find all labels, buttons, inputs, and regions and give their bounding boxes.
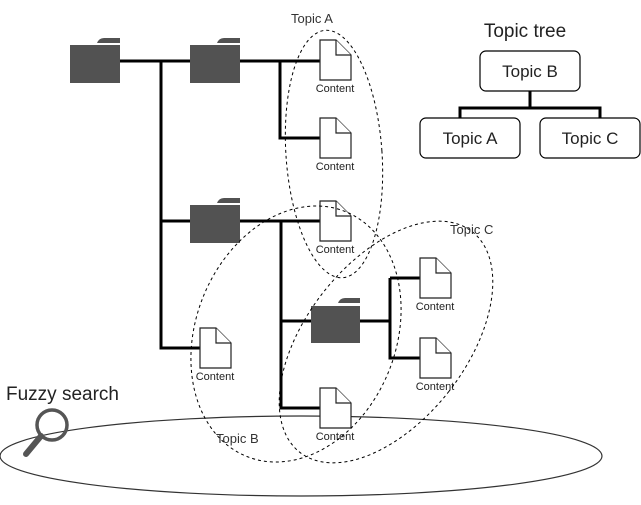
tree-edges — [120, 59, 420, 410]
document-fold — [335, 201, 351, 217]
topic-tree-node-c[interactable]: Topic C — [539, 117, 641, 159]
magnifier-icon — [23, 408, 69, 457]
document-label: Content — [316, 161, 355, 173]
document-fold — [335, 40, 351, 56]
document-fold — [435, 338, 451, 354]
document-label: Content — [416, 301, 455, 313]
edge-folder2-trunk — [279, 221, 320, 410]
folder-tab — [97, 38, 120, 43]
edge-root-trunk — [159, 61, 200, 350]
topic-tree-edges — [458, 91, 602, 118]
folder-icon — [70, 45, 120, 83]
topic-tree-child-c-label: Topic C — [562, 129, 619, 148]
document-label: Content — [316, 431, 355, 443]
document-fold — [335, 388, 351, 404]
topic-a-ellipse — [284, 29, 384, 279]
folder-2[interactable] — [190, 198, 240, 243]
document-label: Content — [416, 381, 455, 393]
document-fold — [335, 118, 351, 134]
topic-b-ellipse — [190, 205, 402, 463]
document-label: Content — [316, 244, 355, 256]
topic-tree-node-root[interactable]: Topic B — [479, 50, 581, 92]
topic-tree-node-a[interactable]: Topic A — [419, 117, 521, 159]
folder-icon — [311, 306, 360, 343]
topic-a-label: Topic A — [291, 11, 333, 26]
topic-c-label: Topic C — [450, 222, 493, 237]
topic-tree-root-label: Topic B — [502, 62, 558, 81]
folder-3[interactable] — [311, 298, 360, 343]
folder-tab — [217, 38, 240, 43]
fuzzy-search-title: Fuzzy search — [6, 384, 119, 405]
edge-folder1-doc-a2 — [278, 61, 320, 140]
document-doc-a3[interactable]: Content — [316, 200, 355, 256]
document-label: Content — [316, 83, 355, 95]
fuzzy-search-ellipse — [0, 415, 603, 497]
topic-tree-title: Topic tree — [484, 21, 566, 42]
folder-icon — [190, 205, 240, 243]
document-doc-c1[interactable]: Content — [416, 257, 455, 313]
topic-tree: Topic tree Topic B Topic A Topic C — [419, 21, 641, 159]
document-fold — [435, 258, 451, 274]
folder-1[interactable] — [190, 38, 240, 83]
edge-folder3-docs — [388, 278, 420, 360]
topic-c-ellipse — [278, 220, 494, 464]
topic-tree-child-a-label: Topic A — [443, 129, 498, 148]
document-label: Content — [196, 371, 235, 383]
document-fold — [215, 328, 231, 344]
folder-root[interactable] — [70, 38, 120, 83]
document-doc-a2[interactable]: Content — [316, 117, 355, 173]
folder-tab — [338, 298, 360, 303]
document-doc-bc[interactable]: Content — [316, 387, 355, 443]
document-doc-c2[interactable]: Content — [416, 337, 455, 393]
topic-b-label: Topic B — [216, 431, 259, 446]
folder-icon — [190, 45, 240, 83]
document-doc-a1[interactable]: Content — [316, 39, 355, 95]
document-doc-b1[interactable]: Content — [196, 327, 235, 383]
folder-tab — [217, 198, 240, 203]
